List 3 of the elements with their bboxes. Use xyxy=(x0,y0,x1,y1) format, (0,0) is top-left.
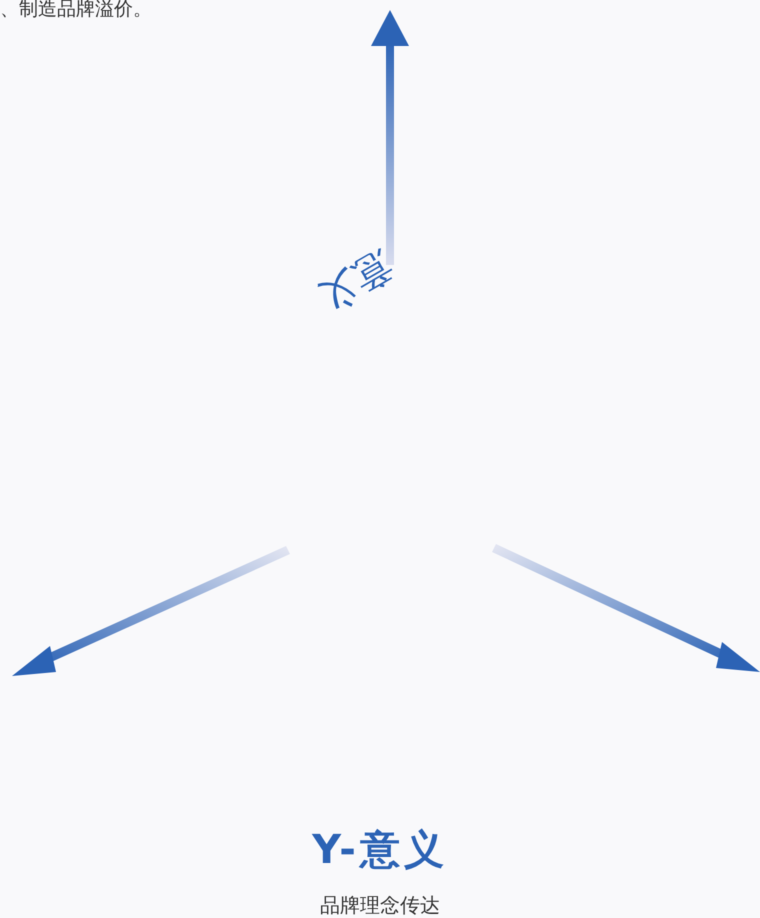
axis-description: 品牌理念传达 xyxy=(320,892,440,918)
axis-label: 意义 xyxy=(311,242,402,322)
axis-title: Y-意义 xyxy=(312,826,448,875)
